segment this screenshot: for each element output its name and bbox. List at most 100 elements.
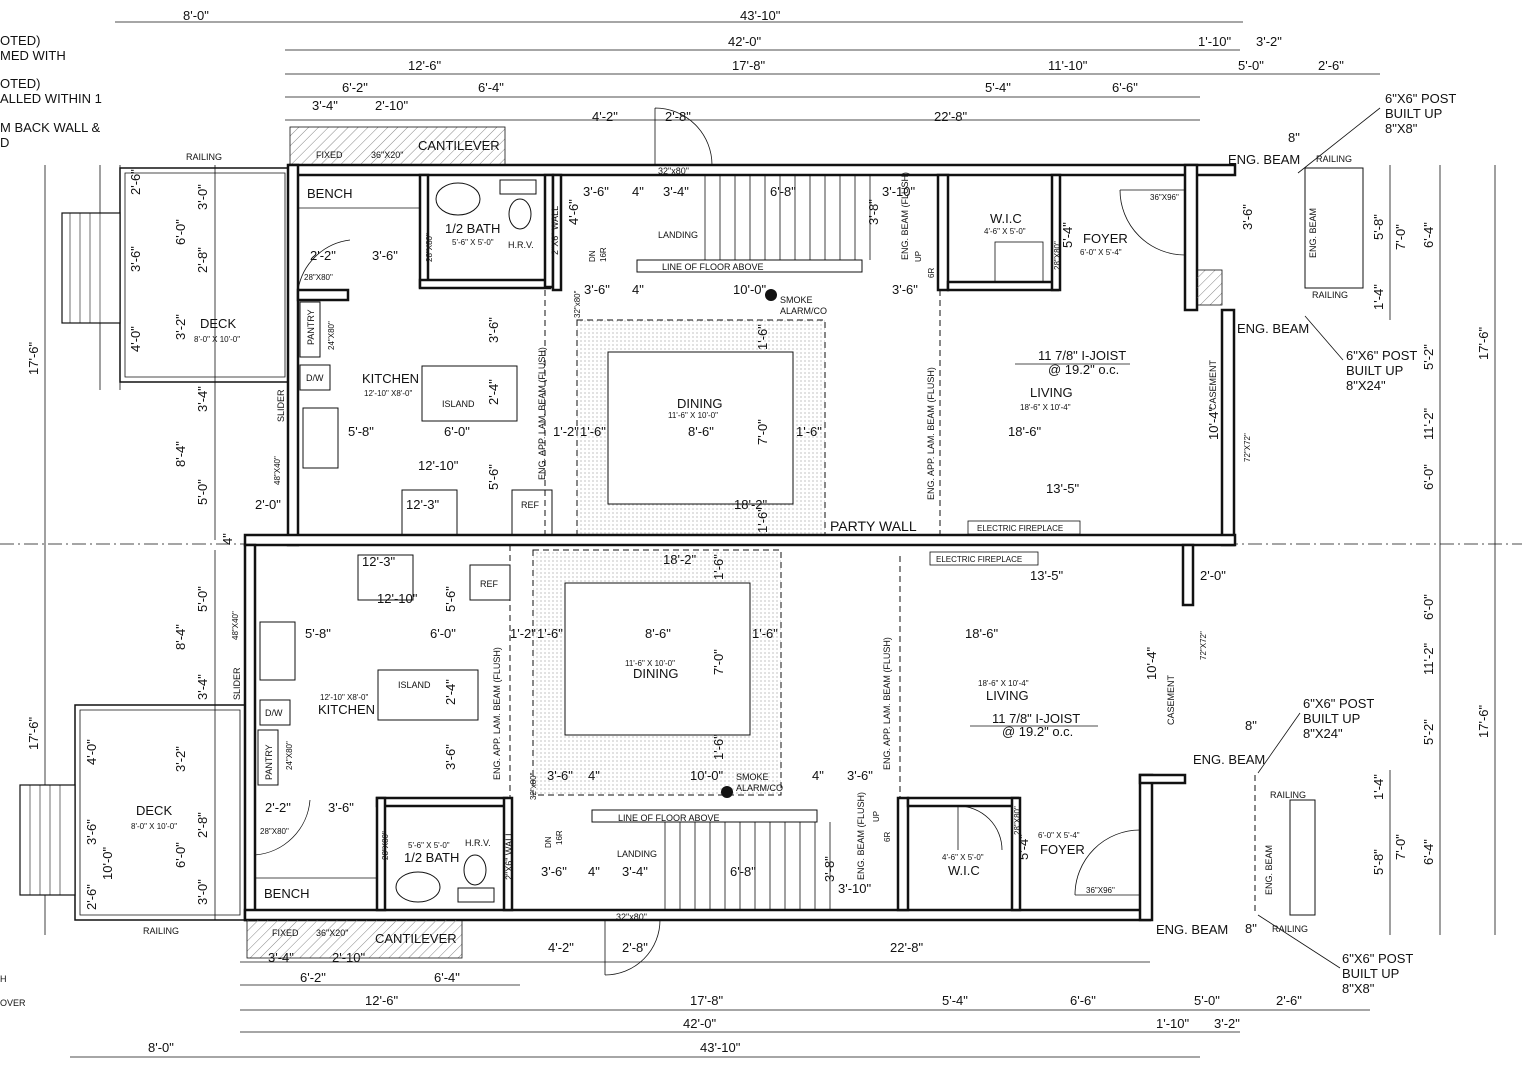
- dim-label: 12'-6": [365, 993, 399, 1008]
- floor-line-label: LINE OF FLOOR ABOVE: [618, 813, 720, 823]
- dim-label: 2'-6": [1318, 58, 1344, 73]
- slider-size: 48"X40": [231, 611, 240, 640]
- party-wall-label: PARTY WALL: [830, 518, 917, 534]
- dim-label: 6'-4": [434, 970, 460, 985]
- door-size: 36"X96": [1086, 886, 1115, 895]
- dishwasher-label: D/W: [306, 373, 324, 383]
- room-name-deck: DECK: [136, 803, 172, 818]
- door-size: 32"x80": [573, 290, 582, 318]
- beam-label: ENG. BEAM: [1193, 752, 1265, 767]
- dim-label: 3'-2": [173, 314, 188, 340]
- joist-label: 11 7/8" I-JOIST: [992, 711, 1080, 726]
- room-name-bath: 1/2 BATH: [404, 850, 459, 865]
- dim-label: 4'-0": [128, 326, 143, 352]
- window-size: 36"X20": [371, 150, 403, 160]
- railing-label: RAILING: [143, 926, 179, 936]
- wall-top: [288, 163, 1237, 177]
- room-size-dining: 11'-6" X 10'-0": [668, 411, 718, 420]
- dim-label: 6'-6": [1070, 993, 1096, 1008]
- dim-label: 3'-6": [372, 248, 398, 263]
- dim-label: 1'-6": [796, 424, 822, 439]
- dim-label: 17'-6": [26, 341, 41, 375]
- dim-label: 2'-2": [265, 800, 291, 815]
- room-size-deck: 8'-0" X 10'-0": [131, 822, 177, 831]
- note-line: MED WITH: [0, 48, 66, 63]
- note-line: OVER: [0, 998, 26, 1008]
- door-size: 28"X80": [1013, 806, 1022, 835]
- dim-label: 13'-5": [1030, 568, 1064, 583]
- dim-label: 22'-8": [934, 109, 968, 124]
- dim-label: 3'-6": [583, 184, 609, 199]
- beam-label: ENG. BEAM: [1308, 208, 1318, 258]
- dim-label: 3'-10": [882, 184, 916, 199]
- beam-label: ENG. BEAM: [1264, 845, 1274, 895]
- landing-label: LANDING: [658, 230, 698, 240]
- dim-label: 3'-6": [547, 768, 573, 783]
- dim-label: 8'-6": [645, 626, 671, 641]
- dim-label: 3'-6": [486, 317, 501, 343]
- fridge-label: REF: [521, 500, 540, 510]
- post-label: 6"X6" POST: [1385, 91, 1456, 106]
- dim-label: 6'-4": [478, 80, 504, 95]
- door-size: 28"X80": [1053, 241, 1062, 270]
- window-size: 72"X72": [1199, 631, 1208, 660]
- railing-label: RAILING: [1270, 790, 1306, 800]
- dim-label: 1'-6": [711, 734, 726, 760]
- dim-label: 18'-2": [734, 497, 768, 512]
- dim-label: 3'-6": [128, 246, 143, 272]
- room-name-wic: W.I.C: [990, 211, 1022, 226]
- railing-label: RAILING: [1312, 290, 1348, 300]
- alarm-label: ALARM/CO: [736, 783, 783, 793]
- dim-label: 5'-2": [1421, 719, 1436, 745]
- dim-label: 22'-8": [890, 940, 924, 955]
- room-name-dining: DINING: [677, 396, 723, 411]
- dim-label: 10'-0": [690, 768, 724, 783]
- unit-bottom: FIXED 36"X20" CANTILEVER RAILING DECK 8'…: [19, 543, 1413, 996]
- wall-right-upper: [1183, 163, 1199, 312]
- room-size-bath: 5'-6" X 5'-0": [452, 238, 494, 247]
- dim-label: 3'-8": [822, 856, 837, 882]
- dim-label: 12'-6": [408, 58, 442, 73]
- post-label: BUILT UP: [1346, 363, 1403, 378]
- dim-label: 6'-6": [1112, 80, 1138, 95]
- beam-label: ENG. BEAM: [1237, 321, 1309, 336]
- cantilever-label: CANTILEVER: [375, 931, 457, 946]
- dim-label: 1'-6": [711, 554, 726, 580]
- room-size-wic: 4'-6" X 5'-0": [942, 853, 984, 862]
- dim-label: 7'-0": [755, 419, 770, 445]
- dim-label: 3'-6": [584, 282, 610, 297]
- door-size: 24"X80": [327, 321, 336, 350]
- dim-label: 5'-0": [195, 479, 210, 505]
- dim-label: 1'-6": [755, 324, 770, 350]
- dim-label: 1'-6": [580, 424, 606, 439]
- post-label: 6"X6" POST: [1346, 348, 1417, 363]
- dim-label: 12'-10": [418, 458, 459, 473]
- dim-label: 5'-8": [348, 424, 374, 439]
- dim-label: 17'-8": [732, 58, 766, 73]
- dim-label: 11'-2": [1421, 642, 1436, 675]
- dim-label: 6'-2": [342, 80, 368, 95]
- dim-label: 18'-6": [965, 626, 999, 641]
- note-line: M BACK WALL &: [0, 120, 101, 135]
- dim-label: 4'-0": [84, 739, 99, 765]
- dim-label: 3'-6": [84, 819, 99, 845]
- dim-label: 11'-10": [1048, 58, 1088, 73]
- bench-label: BENCH: [307, 186, 353, 201]
- dim-label: 8'-0": [183, 8, 209, 23]
- door-swing: [654, 107, 713, 166]
- dim-label: 1'-4": [1371, 284, 1386, 310]
- door-size: 32"x80": [529, 772, 538, 800]
- dim-label: 6'-4": [1421, 222, 1436, 248]
- railing-label: RAILING: [1316, 154, 1352, 164]
- bench-label: BENCH: [264, 886, 310, 901]
- cantilever-label: CANTILEVER: [418, 138, 500, 153]
- dim-label: 4": [812, 768, 824, 783]
- door-size: 32"x80": [658, 166, 689, 176]
- post-label: BUILT UP: [1385, 106, 1442, 121]
- dim-label: 1'-10": [1198, 34, 1232, 49]
- room-size-bath: 5'-6" X 5'-0": [408, 841, 450, 850]
- stair-risers: 16R: [599, 247, 608, 262]
- door-size: 28"X80": [425, 233, 434, 262]
- note-line: H: [0, 974, 7, 984]
- dim-label: 2'-4": [443, 679, 458, 705]
